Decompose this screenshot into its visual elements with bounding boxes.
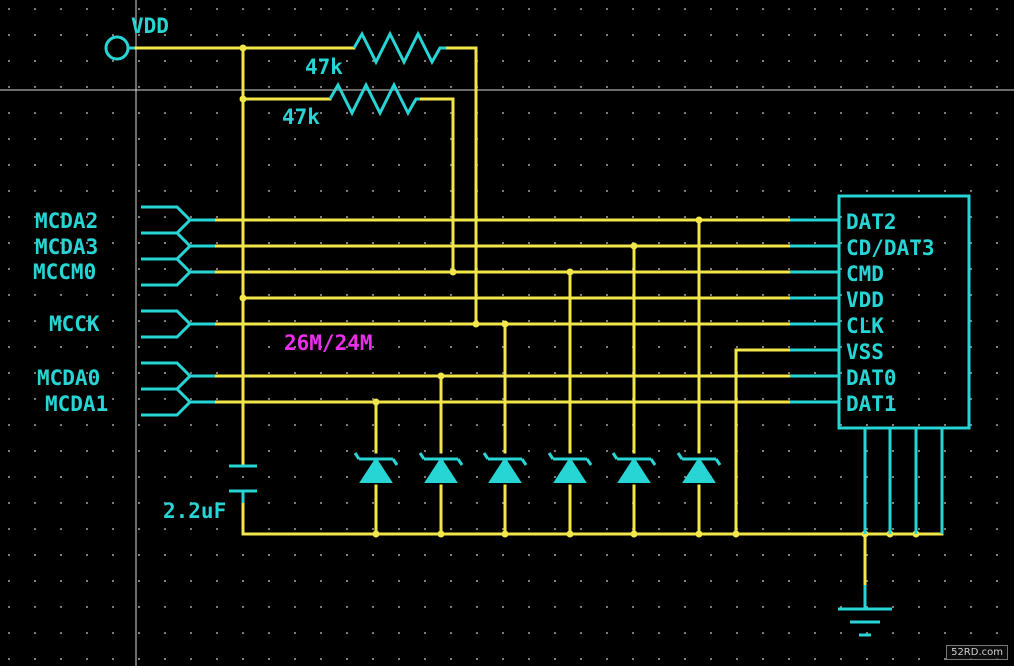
card-pin-label-dat0: DAT0 <box>846 366 897 390</box>
port-symbol-mcck <box>141 309 215 339</box>
signal-bus-wires <box>213 218 792 404</box>
port-symbol-mccm0 <box>141 257 215 287</box>
card-pin-label-dat2: DAT2 <box>846 210 897 234</box>
card-pin-label-cmd: CMD <box>846 262 884 286</box>
card-pin-label-clk: CLK <box>846 314 884 338</box>
card-pin-stubs <box>790 218 944 534</box>
port-label-mcda1: MCDA1 <box>45 392 108 416</box>
port-label-mcda3: MCDA3 <box>35 235 98 259</box>
ground-symbol <box>838 585 892 637</box>
card-pin-label-cd-dat3: CD/DAT3 <box>846 236 935 260</box>
resistor-2 <box>328 81 420 117</box>
port-label-mcda2: MCDA2 <box>35 209 98 233</box>
tvs-diode-3 <box>482 452 528 483</box>
card-pin-label-vss: VSS <box>846 340 884 364</box>
tvs-diode-4 <box>547 452 593 483</box>
port-label-mccm0: MCCM0 <box>33 260 96 284</box>
watermark: 52RD.com <box>946 645 1008 660</box>
port-symbol-mcda0 <box>141 361 215 391</box>
card-pin-label-vdd: VDD <box>846 288 884 312</box>
port-symbol-mcda2 <box>141 205 215 235</box>
junction-dots <box>239 44 920 538</box>
port-label-mcck: MCCK <box>49 312 100 336</box>
tvs-tap-wires <box>374 218 701 536</box>
port-symbol-mcda3 <box>141 231 215 261</box>
tvs-diode-1 <box>353 452 399 483</box>
card-pin-label-dat1: DAT1 <box>846 392 897 416</box>
vdd-power-symbol <box>104 35 130 61</box>
sd-card-connector <box>837 194 971 430</box>
tvs-diode-5 <box>611 452 657 483</box>
port-symbol-mcda1 <box>141 387 215 417</box>
capacitor <box>229 443 257 503</box>
capacitor-value: 2.2uF <box>163 499 226 523</box>
tvs-diode-6 <box>676 452 722 483</box>
tvs-diode-2 <box>418 452 464 483</box>
resistor-2-value: 47k <box>282 105 320 129</box>
port-label-mcda0: MCDA0 <box>37 366 100 390</box>
resistor-1-value: 47k <box>305 55 343 79</box>
ground-rail-wires <box>241 348 944 587</box>
vdd-label: VDD <box>131 14 169 38</box>
clock-frequency-note: 26M/24M <box>284 331 373 355</box>
resistor-1 <box>352 30 446 66</box>
